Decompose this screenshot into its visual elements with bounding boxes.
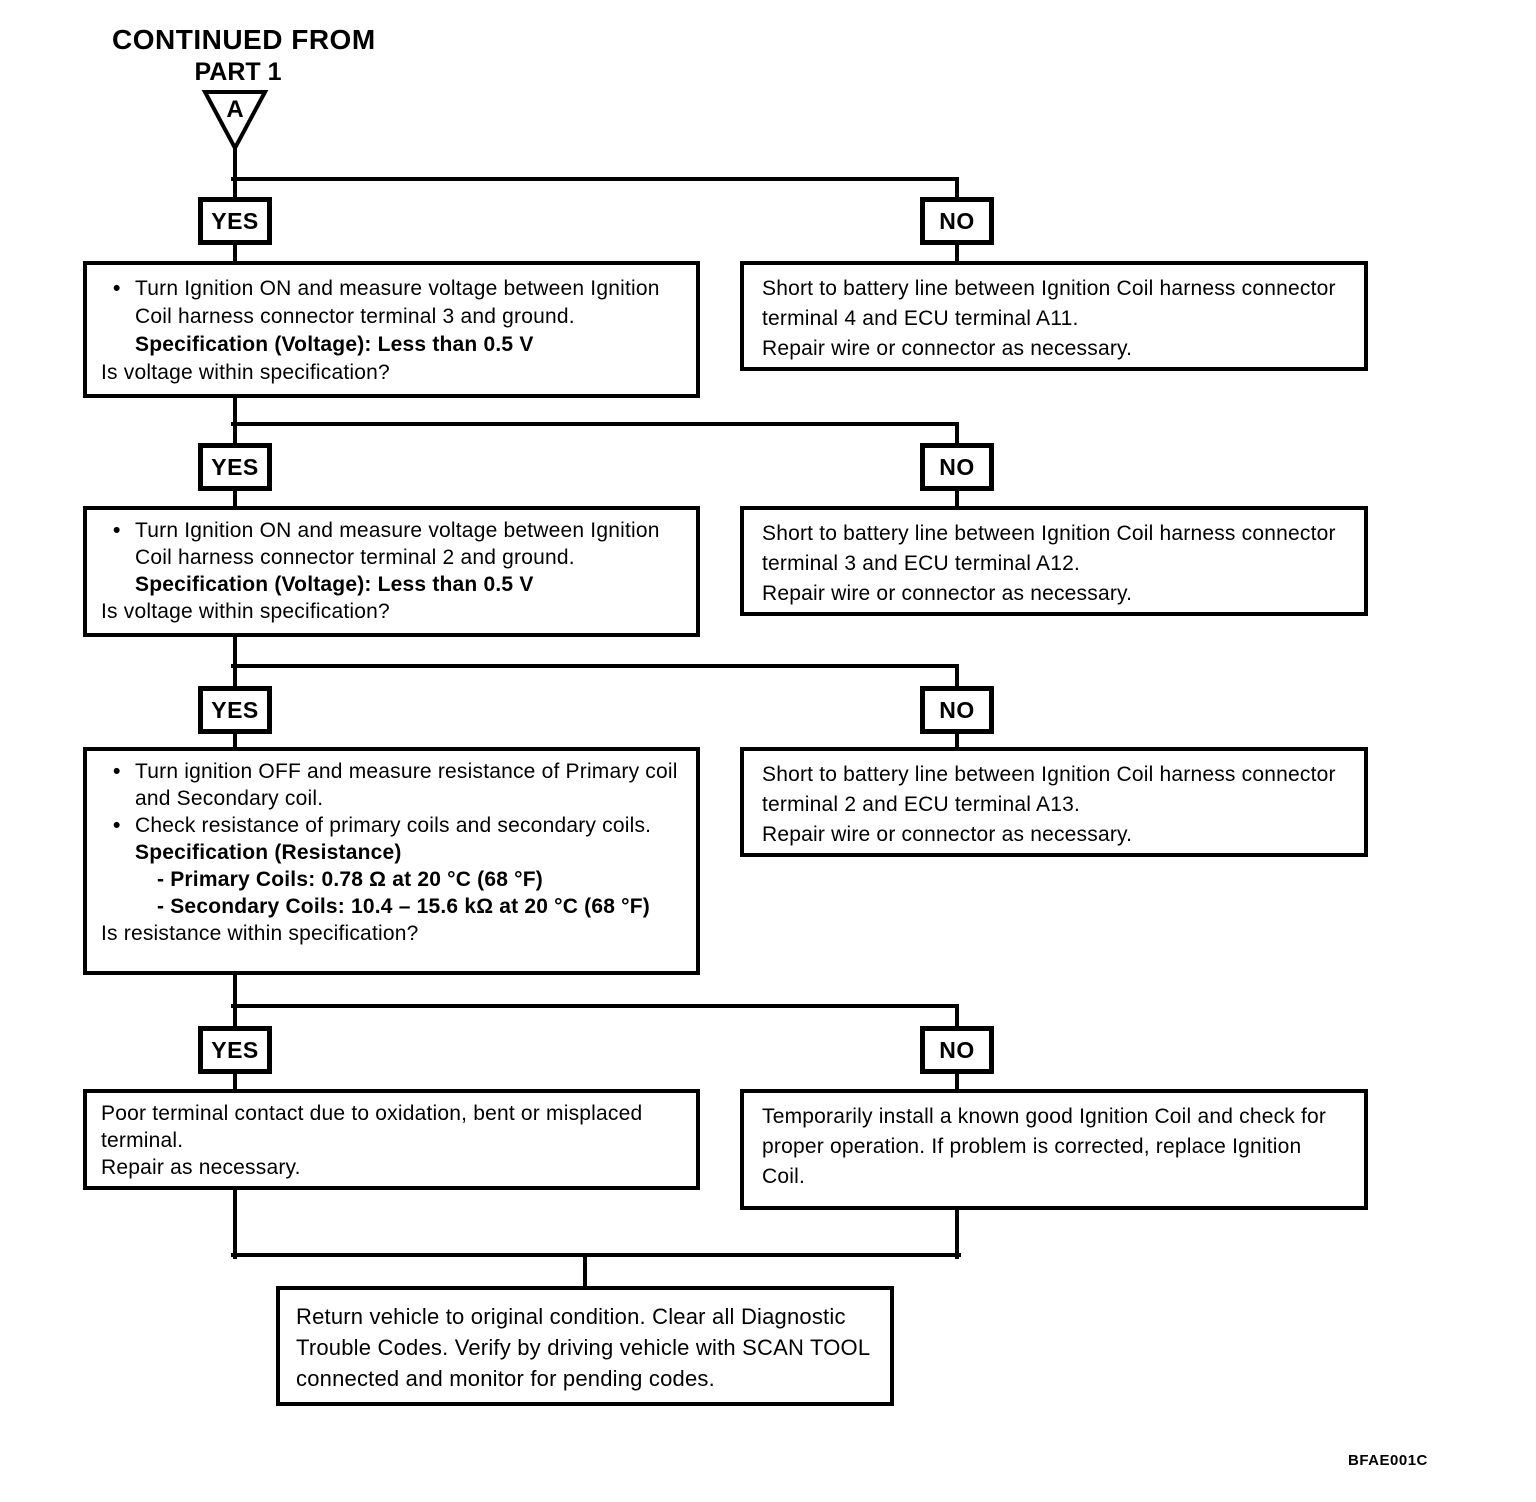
- yes-text: YES: [211, 453, 259, 480]
- diagnosis-text: Short to battery line between Ignition C…: [762, 522, 1336, 575]
- yes-label-row3: YES: [198, 686, 272, 734]
- repair-text: Repair wire or connector as necessary.: [762, 337, 1133, 360]
- connector-a-label: A: [226, 96, 244, 123]
- repair-text: Repair wire or connector as necessary.: [762, 582, 1133, 605]
- yes-text: YES: [211, 1036, 259, 1063]
- final-step-box: Return vehicle to original condition. Cl…: [276, 1286, 894, 1406]
- page-subtitle: PART 1: [194, 58, 282, 86]
- step-instruction: Turn Ignition ON and measure voltage bet…: [101, 275, 684, 331]
- step-instruction: Turn Ignition ON and measure voltage bet…: [101, 517, 684, 571]
- step-question: Is resistance within specification?: [101, 922, 419, 945]
- no-label-row1: NO: [920, 197, 994, 245]
- yes-text: YES: [211, 207, 259, 234]
- no-text: NO: [939, 453, 975, 480]
- figure-reference-code: BFAE001C: [1348, 1452, 1428, 1469]
- no-text: NO: [939, 207, 975, 234]
- no-label-row2: NO: [920, 443, 994, 491]
- step-box-row2-no: Short to battery line between Ignition C…: [740, 506, 1368, 616]
- step-box-row1-yes: Turn Ignition ON and measure voltage bet…: [83, 261, 700, 398]
- step-box-row4-no: Temporarily install a known good Ignitio…: [740, 1089, 1368, 1210]
- step-box-row2-yes: Turn Ignition ON and measure voltage bet…: [83, 506, 700, 637]
- no-text: NO: [939, 696, 975, 723]
- diagnosis-text: Short to battery line between Ignition C…: [762, 277, 1336, 330]
- step-box-row1-no: Short to battery line between Ignition C…: [740, 261, 1368, 371]
- diagnosis-text: Short to battery line between Ignition C…: [762, 763, 1336, 816]
- step-instruction: Check resistance of primary coils and se…: [101, 812, 684, 839]
- step-box-row3-yes: Turn ignition OFF and measure resistance…: [83, 747, 700, 975]
- no-label-row3: NO: [920, 686, 994, 734]
- step-instruction: Turn ignition OFF and measure resistance…: [101, 758, 684, 812]
- step-box-row3-no: Short to battery line between Ignition C…: [740, 747, 1368, 857]
- step-specification-title: Specification (Resistance): [135, 841, 402, 864]
- step-specification: Specification (Voltage): Less than 0.5 V: [135, 333, 534, 356]
- diagnosis-text: Poor terminal contact due to oxidation, …: [101, 1102, 643, 1152]
- yes-label-row4: YES: [198, 1026, 272, 1074]
- spec-secondary-coils: - Secondary Coils: 10.4 – 15.6 kΩ at 20 …: [157, 895, 650, 918]
- step-question: Is voltage within specification?: [101, 600, 390, 623]
- step-question: Is voltage within specification?: [101, 361, 390, 384]
- yes-text: YES: [211, 696, 259, 723]
- page-title: CONTINUED FROM: [112, 24, 376, 55]
- no-label-row4: NO: [920, 1026, 994, 1074]
- step-box-row4-yes: Poor terminal contact due to oxidation, …: [83, 1089, 700, 1190]
- repair-text: Repair as necessary.: [101, 1156, 301, 1179]
- step-specification: Specification (Voltage): Less than 0.5 V: [135, 573, 534, 596]
- repair-text: Repair wire or connector as necessary.: [762, 823, 1133, 846]
- no-text: NO: [939, 1036, 975, 1063]
- spec-primary-coils: - Primary Coils: 0.78 Ω at 20 °C (68 °F): [157, 868, 543, 891]
- yes-label-row2: YES: [198, 443, 272, 491]
- final-instruction: Return vehicle to original condition. Cl…: [296, 1304, 870, 1391]
- diagnosis-text: Temporarily install a known good Ignitio…: [762, 1105, 1327, 1188]
- yes-label-row1: YES: [198, 197, 272, 245]
